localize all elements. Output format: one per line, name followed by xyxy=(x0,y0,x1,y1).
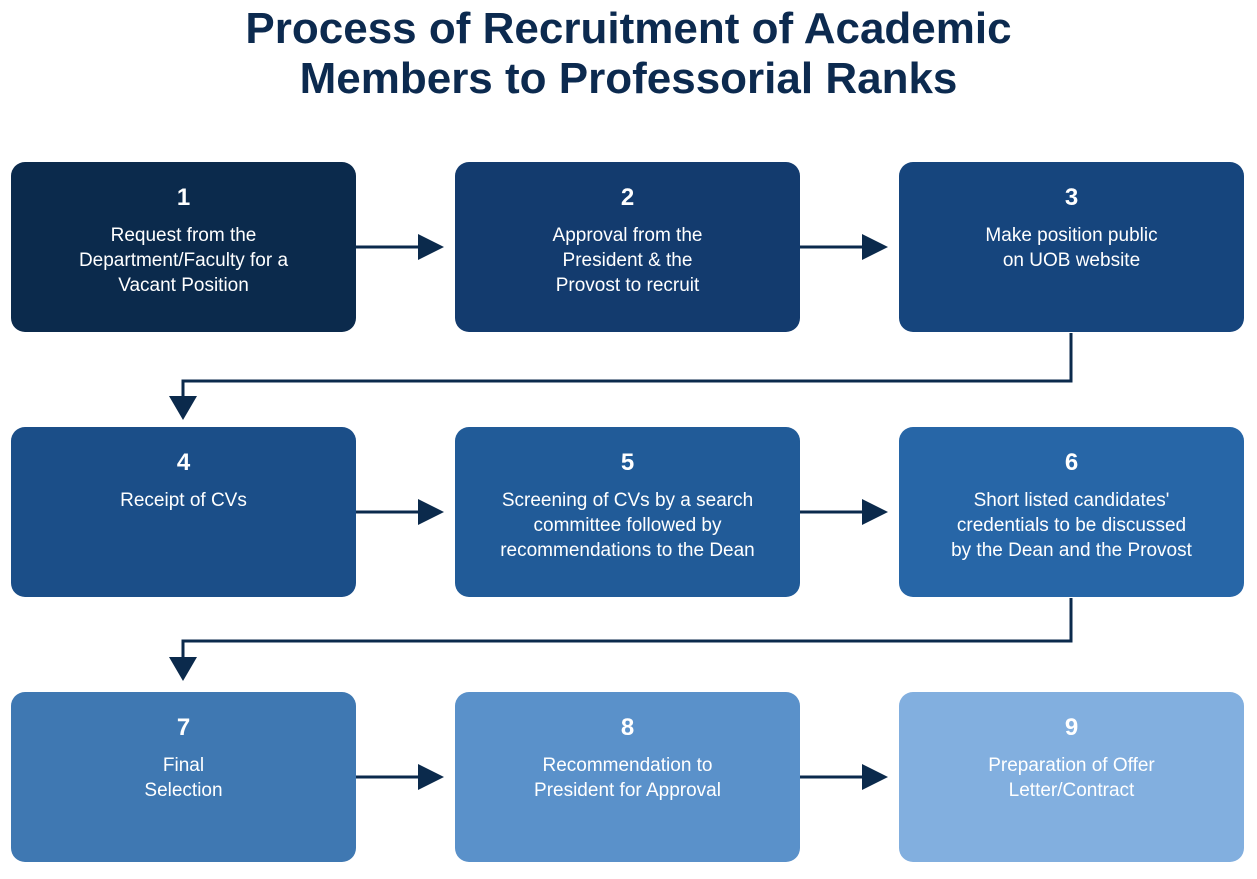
step-text: Recommendation to President for Approval xyxy=(534,755,721,801)
step-number: 9 xyxy=(1064,714,1079,741)
step-1-box: 1 Request from the Department/Faculty fo… xyxy=(11,162,356,332)
step-number: 4 xyxy=(176,449,191,476)
arrow-8-to-9 xyxy=(800,764,888,790)
step-text: Approval from the President & the Provos… xyxy=(552,225,703,296)
step-number: 8 xyxy=(620,714,635,741)
step-4-box: 4 Receipt of CVs xyxy=(11,427,356,597)
step-7-box: 7 Final Selection xyxy=(11,692,356,862)
step-text: Short listed candidates' credentials to … xyxy=(951,490,1192,561)
step-number: 6 xyxy=(1064,449,1079,476)
arrow-2-to-3 xyxy=(800,234,888,260)
step-number: 7 xyxy=(176,714,191,741)
step-text: Preparation of Offer Letter/Contract xyxy=(988,755,1155,801)
arrow-5-to-6 xyxy=(800,499,888,525)
step-8-box: 8 Recommendation to President for Approv… xyxy=(455,692,800,862)
step-number: 1 xyxy=(176,184,191,211)
title-line-2: Members to Professorial Ranks xyxy=(299,54,958,103)
step-text: Screening of CVs by a search committee f… xyxy=(500,490,755,561)
title-line-1: Process of Recruitment of Academic xyxy=(245,4,1012,53)
step-number: 5 xyxy=(620,449,635,476)
step-3-box: 3 Make position public on UOB website xyxy=(899,162,1244,332)
step-5-box: 5 Screening of CVs by a search committee… xyxy=(455,427,800,597)
step-text: Final Selection xyxy=(144,755,223,801)
step-2-box: 2 Approval from the President & the Prov… xyxy=(455,162,800,332)
step-text: Make position public on UOB website xyxy=(985,225,1158,271)
arrow-1-to-2 xyxy=(356,234,444,260)
step-number: 3 xyxy=(1064,184,1079,211)
page-title: Process of Recruitment of Academic Membe… xyxy=(0,0,1257,104)
step-6-box: 6 Short listed candidates' credentials t… xyxy=(899,427,1244,597)
arrow-7-to-8 xyxy=(356,764,444,790)
step-9-box: 9 Preparation of Offer Letter/Contract xyxy=(899,692,1244,862)
arrow-6-to-7 xyxy=(169,598,1073,681)
step-text: Receipt of CVs xyxy=(120,490,247,511)
step-number: 2 xyxy=(620,184,635,211)
arrow-3-to-4 xyxy=(169,333,1073,420)
step-text: Request from the Department/Faculty for … xyxy=(78,225,289,296)
arrow-4-to-5 xyxy=(356,499,444,525)
